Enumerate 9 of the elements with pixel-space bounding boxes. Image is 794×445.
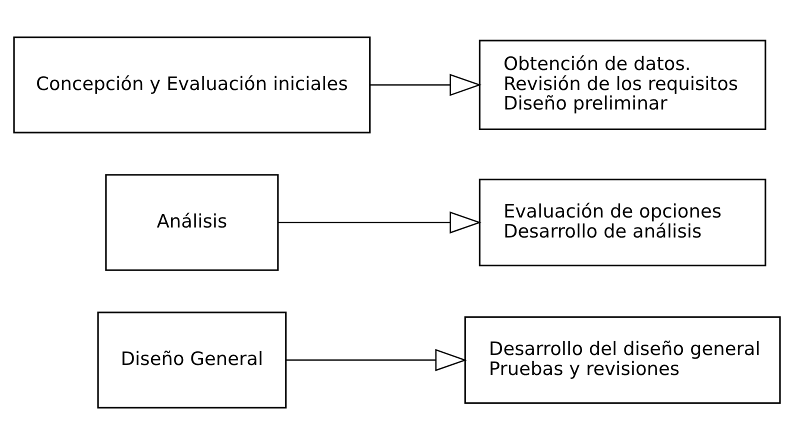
- arrow: [286, 348, 468, 372]
- node-box: Obtención de datos. Revisión de los requisitos Diseño preliminar: [478, 40, 766, 130]
- arrow: [370, 74, 482, 96]
- node-box: Desarrollo del diseño general Pruebas y revisiones: [464, 316, 781, 404]
- node-box: Evaluación de opciones Desarrollo de análisis: [478, 178, 766, 266]
- node-box: Análisis: [105, 174, 279, 271]
- node-box: Diseño General: [97, 312, 287, 408]
- arrow: [278, 211, 482, 234]
- node-box: Concepción y Evaluación iniciales: [13, 36, 371, 134]
